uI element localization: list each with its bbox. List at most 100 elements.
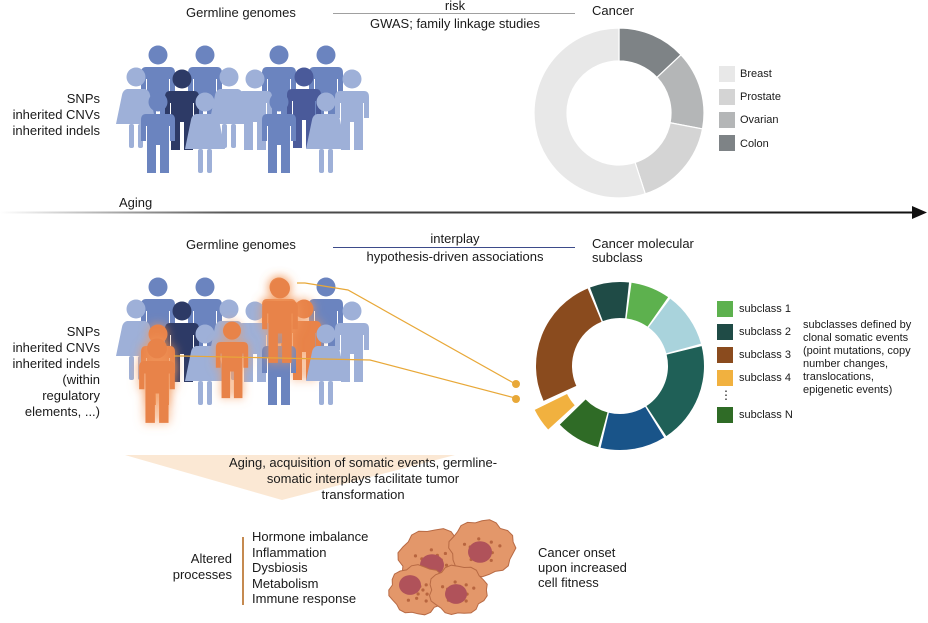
germline-title-bottom: Germline genomes [186,237,296,252]
cell-nucleus [468,541,492,563]
note-line: subclasses defined by [803,319,912,331]
donut-segment [600,406,665,450]
legend-label: Breast [740,68,772,80]
process-item: Metabolism [252,575,319,591]
process-item: Hormone imbalance [252,529,369,544]
note-line: number changes, [803,358,888,370]
note-line: (point mutations, copy [803,345,911,357]
legend-label: subclass 1 [739,303,791,315]
donut-segment [590,282,630,322]
legend-label: subclass 2 [739,326,791,338]
tumor-cell [428,564,488,616]
cell-nucleus [399,575,421,595]
legend-label: Prostate [740,91,781,103]
note-line: translocations, [803,371,874,383]
legend-swatch [717,347,733,363]
subclass-note: subclasses defined by clonal somatic eve… [803,319,911,397]
relation-hypothesis-label: hypothesis-driven associations [366,249,544,264]
legend-label: subclass 3 [739,349,791,361]
legend-swatch [719,66,735,82]
person-icon [141,92,175,173]
relation-line-top [333,13,575,14]
legend-label: Colon [740,138,769,150]
relation-interplay-label: interplay [430,231,480,246]
onset-line: Cancer onset [538,545,616,560]
variant-item: (within [62,372,100,387]
connector-dot [512,395,520,403]
relation-risk-label: risk [444,0,466,13]
relation-method-label: GWAS; family linkage studies [369,16,541,31]
process-item: Inflammation [252,544,327,560]
person-icon [335,69,369,150]
title-line: Cancer molecular [592,236,694,251]
altered-processes-label: Altered processes [150,551,232,583]
person-icon [306,92,346,173]
person-icon [215,321,249,399]
cancer-subclass-title: Cancer molecular subclass [592,237,694,265]
banner-line: Aging, acquisition of somatic events, ge… [228,455,498,470]
variant-item: inherited indels [12,123,100,138]
legend-label: subclass N [739,409,793,421]
label-line: processes [172,567,232,582]
legend-swatch [717,370,733,386]
legend-swatch [717,407,733,423]
legend-label: subclass 4 [739,372,791,384]
note-line: epigenetic events) [803,384,893,396]
donut-segment [626,282,669,327]
note-line: clonal somatic events [803,332,909,344]
variant-item: SNPs [66,324,100,339]
onset-line: cell fitness [538,575,599,590]
person-icon [185,92,225,173]
banner-line: somatic interplays facilitate tumor [266,471,460,486]
legend-swatch [717,324,733,340]
variant-item: inherited CNVs [12,107,100,122]
variant-item: elements, ...) [24,404,100,419]
tumor-cell [388,564,447,616]
variant-item: inherited indels [12,356,100,371]
altered-processes-bracket [242,537,244,605]
legend-label: Ovarian [740,114,779,126]
cancer-title-top: Cancer [592,3,634,18]
person-icon [335,301,369,382]
process-item: Immune response [252,591,357,606]
legend-swatch [719,112,735,128]
aging-label: Aging [119,195,153,210]
cancer-onset-text: Cancer onset upon increased cell fitness [538,545,627,590]
cell-nucleus [445,584,467,604]
variant-item: inherited CNVs [12,340,100,355]
legend-swatch [717,301,733,317]
label-line: Altered [190,551,232,566]
person-icon [262,92,296,173]
connector-dot [512,380,520,388]
altered-processes-list: Hormone imbalance Inflammation Dysbiosis… [252,529,368,607]
onset-line: upon increased [538,560,627,575]
germline-title-top: Germline genomes [186,5,296,20]
connector-line [174,355,520,400]
person-icon [306,324,346,405]
banner-text: Aging, acquisition of somatic events, ge… [193,455,533,503]
person-icon [262,278,298,363]
donut-segment [534,393,575,430]
process-item: Dysbiosis [252,560,308,575]
tumor-cell [448,519,517,578]
legend-swatch [719,89,735,105]
legend-ellipsis: ⋮ [720,388,732,402]
variant-item: regulatory [42,388,100,403]
donut-segment [536,288,602,401]
donut-segment [646,346,704,437]
legend-swatch [719,135,735,151]
relation-line-bottom [333,247,575,248]
title-line: subclass [592,250,643,265]
banner-line: transformation [321,487,405,502]
connector-line [297,282,520,387]
person-icon [139,338,175,423]
variant-item: SNPs [66,91,100,106]
